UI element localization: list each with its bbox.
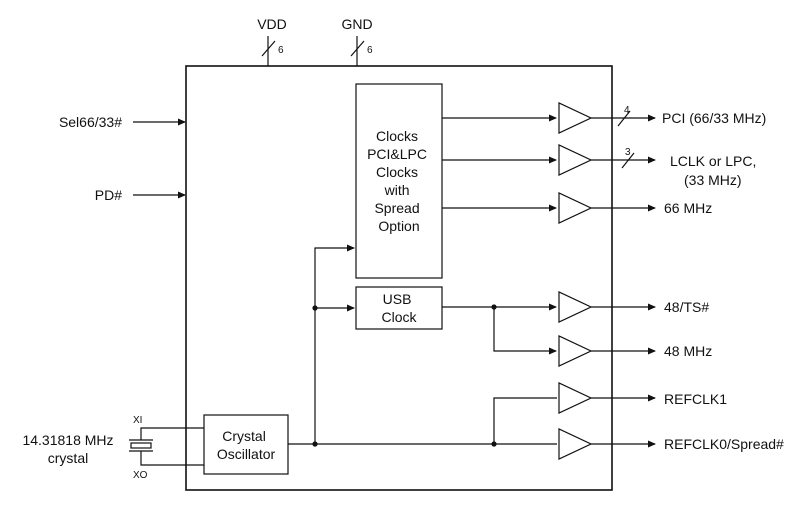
lclk-count: 3 — [625, 147, 631, 158]
pci-bus-slash — [617, 110, 631, 127]
gnd-bus-slash — [350, 40, 365, 57]
refclk0-output-label: REFCLK0/Spread# — [664, 436, 784, 452]
mhz48-output-label: 48 MHz — [664, 343, 712, 359]
clocks-block — [355, 83, 443, 279]
junction-dot — [312, 305, 318, 311]
vdd-bus-slash — [261, 40, 276, 57]
lclk-bus-slash — [621, 152, 635, 169]
crystal-oscillator-block — [203, 414, 289, 475]
sel-input-label: Sel66/33# — [59, 114, 122, 130]
mhz48-feed-wire — [493, 307, 557, 355]
junction-dot — [491, 304, 497, 310]
gnd-label: GND — [341, 16, 372, 32]
gnd-count: 6 — [367, 45, 373, 56]
osc-to-refclk1-wire — [493, 397, 557, 444]
xo-pin-label: XO — [133, 470, 148, 481]
mhz66-buffer — [558, 192, 593, 224]
vdd-label: VDD — [257, 16, 287, 32]
mhz66-output-label: 66 MHz — [664, 200, 712, 216]
crystal-oscillator-label: Crystal Oscillator — [217, 428, 276, 462]
osc-to-clocks-wire — [288, 244, 355, 445]
ts48-output-label: 48/TS# — [664, 299, 709, 315]
refclk1-output-label: REFCLK1 — [664, 391, 727, 407]
clocks-block-label: Clocks PCI&LPC Clocks with Spread Option — [367, 128, 431, 234]
junction-dot — [491, 441, 497, 447]
pd-input-label: PD# — [95, 187, 122, 203]
crystal-label: crystal — [48, 450, 88, 466]
lclk-buffer — [558, 144, 593, 176]
pci-buffer — [558, 102, 593, 134]
crystal-symbol-icon — [129, 427, 204, 466]
xi-pin-label: XI — [133, 415, 142, 426]
refclk0-buffer — [558, 428, 593, 460]
refclk1-buffer — [558, 382, 593, 414]
mhz48-buffer — [558, 335, 593, 367]
lclk-output-label: LCLK or LPC, — [670, 153, 756, 169]
usb-clock-block — [355, 286, 443, 330]
lclk-output-sublabel: (33 MHz) — [684, 172, 742, 188]
vdd-count: 6 — [278, 45, 284, 56]
junction-dot — [312, 441, 318, 447]
pci-output-label: PCI (66/33 MHz) — [662, 110, 766, 126]
ts48-buffer — [558, 291, 593, 323]
pci-count: 4 — [624, 105, 630, 116]
crystal-frequency-label: 14.31818 MHz — [22, 432, 113, 448]
usb-clock-label: USB Clock — [381, 291, 417, 325]
